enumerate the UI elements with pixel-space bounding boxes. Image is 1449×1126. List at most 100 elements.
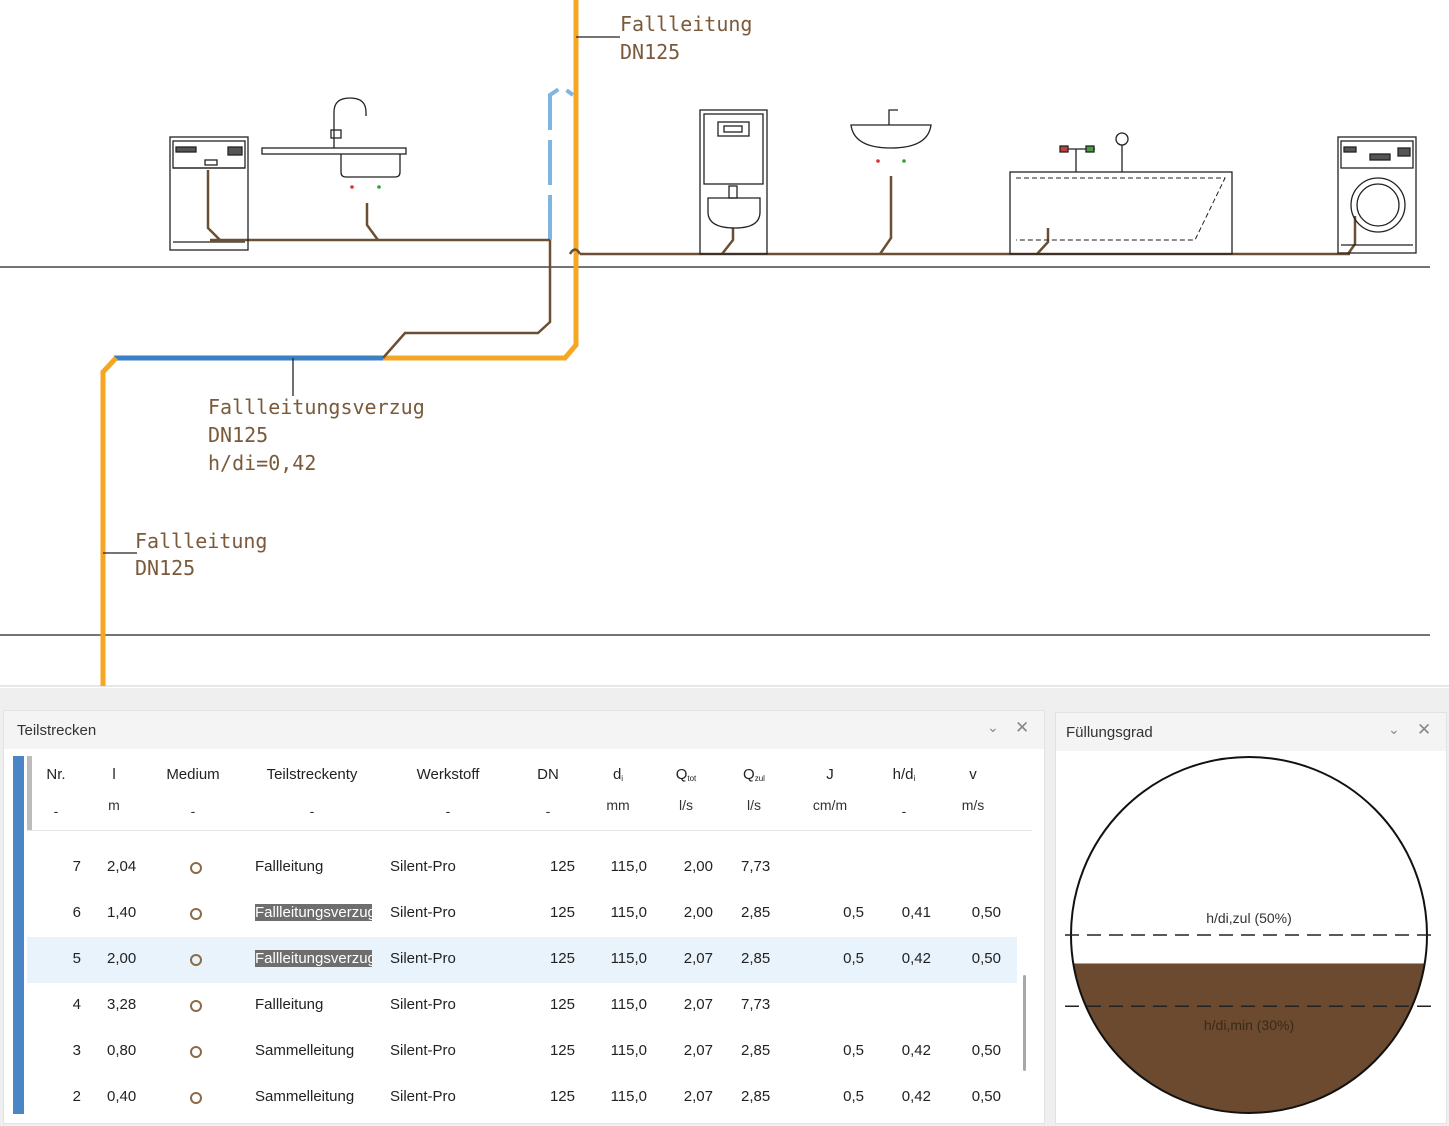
column-header[interactable]: Medium: [155, 766, 231, 783]
medium-wastewater-icon: [190, 1000, 202, 1012]
drainage-drawing[interactable]: Fallleitung DN125 Fallleitungsverzug DN1…: [0, 0, 1449, 690]
bathtub-icon[interactable]: [1009, 132, 1233, 255]
column-unit: m: [108, 797, 120, 813]
cell-j: 0,5: [843, 1042, 864, 1059]
cell-dn: 125: [549, 950, 575, 967]
column-header[interactable]: Werkstoff: [400, 766, 496, 783]
cell-qzul: 2,85: [741, 1088, 771, 1105]
column-header-label: Q: [743, 766, 755, 783]
label-offset-dn: DN125: [208, 423, 268, 447]
column-header[interactable]: Qzul: [736, 766, 772, 783]
cell-type[interactable]: Fallleitungsverzug: [255, 904, 372, 921]
washing-machine-icon[interactable]: [1337, 136, 1417, 254]
cell-j: 0,5: [843, 950, 864, 967]
cell-j: 0,5: [843, 1088, 864, 1105]
column-header[interactable]: di: [600, 766, 636, 783]
cell-type[interactable]: Sammelleitung: [255, 1042, 355, 1059]
cell-type[interactable]: Sammelleitung: [255, 1088, 355, 1105]
column-header[interactable]: Teilstreckenty: [250, 766, 374, 783]
zul-limit-label: h/di,zul (50%): [1206, 910, 1292, 926]
cell-type[interactable]: Fallleitungsverzug: [255, 950, 372, 967]
cell-l: 2,04: [107, 858, 137, 875]
column-unit: cm/m: [812, 797, 848, 813]
cell-material: Silent-Pro: [390, 1088, 456, 1105]
cell-nr: 7: [72, 858, 81, 875]
kitchen-sink-icon[interactable]: [261, 97, 407, 189]
cell-dn: 125: [549, 996, 575, 1013]
label-stack-bottom-name: Fallleitung: [135, 529, 267, 553]
stack-pipe-upper[interactable]: [383, 0, 579, 361]
cell-nr: 5: [72, 950, 81, 967]
cell-v: 0,50: [971, 1042, 1001, 1059]
column-unit: -: [445, 803, 451, 819]
medium-wastewater-icon: [190, 1092, 202, 1104]
column-header[interactable]: h/di: [880, 766, 928, 783]
chevron-down-icon[interactable]: ⌄: [987, 720, 999, 736]
column-header-label: Medium: [166, 766, 220, 783]
column-header[interactable]: v: [950, 766, 996, 783]
column-header[interactable]: Qtot: [668, 766, 704, 783]
column-header[interactable]: Nr.: [42, 766, 70, 783]
cell-v: 0,50: [971, 904, 1001, 921]
cell-hdi: 0,42: [901, 1042, 931, 1059]
fill-panel-header: Füllungsgrad ⌄ ✕: [1056, 713, 1446, 751]
cell-l: 0,40: [107, 1088, 137, 1105]
cell-type[interactable]: Fallleitung: [255, 858, 324, 875]
teilstrecken-panel-title: Teilstrecken: [17, 722, 97, 739]
cell-type[interactable]: Fallleitung: [255, 996, 324, 1013]
label-offset-name: Fallleitungsverzug: [208, 395, 425, 419]
column-unit: -: [545, 803, 551, 819]
column-header-subscript: i: [913, 774, 916, 783]
cell-di: 115,0: [610, 904, 647, 921]
stack-pipe-lower[interactable]: [100, 356, 118, 686]
table-scrollbar[interactable]: [1023, 975, 1026, 1071]
vent-pipe[interactable]: [548, 84, 575, 240]
dishwasher-icon[interactable]: [169, 136, 249, 251]
cell-qzul: 2,85: [741, 904, 771, 921]
cell-material: Silent-Pro: [390, 1042, 456, 1059]
column-header-label: v: [969, 766, 977, 783]
cell-qtot: 2,07: [683, 950, 713, 967]
cell-di: 115,0: [610, 1088, 647, 1105]
close-icon[interactable]: ✕: [1015, 718, 1030, 738]
cell-v: 0,50: [971, 950, 1001, 967]
label-stack-top-name: Fallleitung: [620, 12, 752, 36]
close-icon[interactable]: ✕: [1417, 720, 1432, 740]
column-header[interactable]: J: [800, 766, 860, 783]
cell-nr: 6: [72, 904, 81, 921]
chevron-down-icon[interactable]: ⌄: [1388, 722, 1400, 738]
label-stack-bottom-dn: DN125: [135, 556, 195, 580]
cell-l: 2,00: [107, 950, 137, 967]
cell-di: 115,0: [610, 1042, 647, 1059]
table-header-divider: [27, 756, 32, 830]
label-offset-ratio: h/di=0,42: [208, 451, 316, 475]
column-unit: l/s: [747, 797, 761, 813]
cell-hdi: 0,42: [901, 950, 931, 967]
cell-qtot: 2,07: [683, 1042, 713, 1059]
column-header-label: DN: [537, 766, 559, 783]
column-header-label: h/d: [892, 766, 914, 783]
cell-material: Silent-Pro: [390, 904, 456, 921]
column-header-subscript: zul: [754, 774, 765, 783]
branch-pipes[interactable]: [206, 170, 1357, 359]
cell-qzul: 7,73: [741, 858, 771, 875]
column-header-label: l: [112, 766, 116, 783]
wc-icon[interactable]: [699, 109, 768, 255]
washbasin-icon[interactable]: [850, 109, 932, 163]
cell-l: 1,40: [107, 904, 137, 921]
cell-l: 3,28: [107, 996, 137, 1013]
column-header[interactable]: DN: [530, 766, 566, 783]
table-row-indicator-bar: [13, 756, 24, 1114]
column-header[interactable]: l: [100, 766, 128, 783]
cell-nr: 4: [72, 996, 81, 1013]
cell-dn: 125: [549, 858, 575, 875]
cell-qzul: 7,73: [741, 996, 771, 1013]
cell-material: Silent-Pro: [390, 996, 456, 1013]
cell-hdi: 0,42: [901, 1088, 931, 1105]
